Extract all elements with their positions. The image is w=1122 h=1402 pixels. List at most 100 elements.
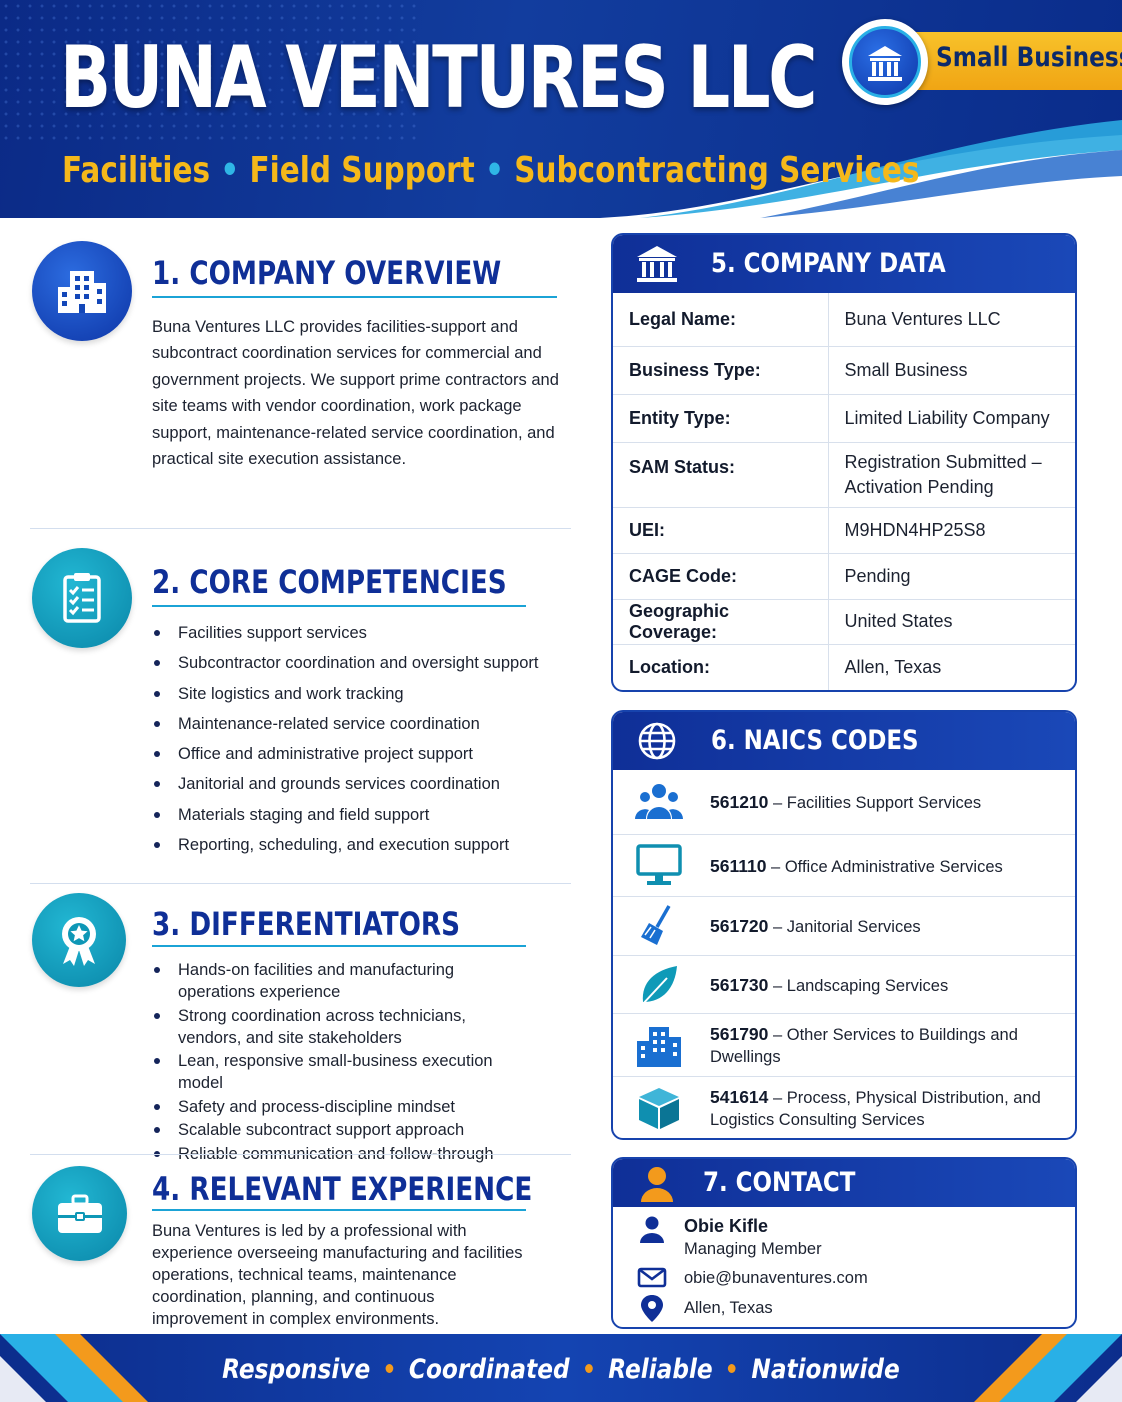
naics-code: 561110: [710, 856, 767, 876]
contact-title: 7. CONTACT: [703, 1167, 856, 1198]
data-label: Location:: [613, 643, 829, 690]
naics-code: 561720: [710, 916, 769, 936]
card-header: 7. CONTACT: [613, 1159, 1075, 1207]
bank-icon: [637, 246, 677, 282]
title-rule: [152, 1209, 526, 1211]
list-item: Materials staging and field support: [152, 805, 562, 835]
user-icon: [640, 1216, 664, 1243]
badge-emblem: [842, 19, 928, 105]
globe-icon: [638, 722, 676, 760]
table-row: Geographic Coverage: United States: [613, 598, 1075, 644]
table-row: CAGE Code: Pending: [613, 552, 1075, 599]
data-label: Legal Name:: [613, 293, 829, 346]
naics-description: Process, Physical Distribution, and Logi…: [710, 1089, 1041, 1129]
table-row: Business Type: Small Business: [613, 345, 1075, 394]
section-divider: [30, 528, 571, 529]
contact-name: Obie Kifle: [684, 1216, 769, 1236]
company-data-title: 5. COMPANY DATA: [711, 248, 946, 279]
contact-role: Managing Member: [684, 1240, 822, 1258]
footer-word: Coordinated: [408, 1354, 570, 1385]
location-pin-icon: [641, 1295, 663, 1322]
service-tagline: Facilities • Field Support • Subcontract…: [62, 150, 920, 191]
envelope-icon: [637, 1267, 667, 1288]
bank-icon: [849, 26, 921, 98]
data-value: Buna Ventures LLC: [844, 308, 1001, 329]
data-value: Allen, Texas: [828, 643, 1075, 690]
overview-title: 1. COMPANY OVERVIEW: [152, 254, 502, 292]
naics-row: 561730 – Landscaping Services: [613, 955, 1075, 1013]
table-row: Location: Allen, Texas: [613, 643, 1075, 690]
title-rule: [152, 945, 526, 947]
naics-description: Office Administrative Services: [784, 858, 1003, 876]
footer-word: Responsive: [222, 1354, 371, 1385]
footer-word: Reliable: [608, 1354, 713, 1385]
broom-icon: [641, 905, 671, 945]
list-item: Janitorial and grounds services coordina…: [152, 774, 562, 804]
list-item: Maintenance-related service coordination: [152, 714, 562, 744]
contact-card: 7. CONTACT Obie Kifle Managing Member ob…: [611, 1157, 1077, 1329]
list-item: Lean, responsive small-business executio…: [152, 1050, 532, 1094]
naics-description: Landscaping Services: [786, 977, 949, 995]
section-divider: [30, 883, 571, 884]
header-wave: [0, 120, 1122, 232]
people-group-icon: [635, 784, 683, 819]
naics-card: 6. NAICS CODES 561210 – Facilities Suppo…: [611, 710, 1077, 1140]
data-value: Registration Submitted – Activation Pend…: [828, 441, 1075, 507]
company-data-table: Legal Name: Buna Ventures LLC Business T…: [613, 293, 1075, 690]
naics-code: 561790: [710, 1024, 769, 1044]
differentiators-title: 3. DIFFERENTIATORS: [152, 905, 461, 943]
data-value: M9HDN4HP25S8: [828, 506, 1075, 553]
card-header: 5. COMPANY DATA: [613, 235, 1075, 293]
data-label: Geographic Coverage:: [613, 598, 829, 644]
data-label: SAM Status:: [613, 441, 829, 507]
table-row: Entity Type: Limited Liability Company: [613, 393, 1075, 442]
data-value: Small Business: [828, 345, 1075, 394]
title-rule: [152, 605, 526, 607]
naics-list: 561210 – Facilities Support Services 561…: [613, 770, 1075, 1138]
data-label: UEI:: [613, 506, 829, 553]
list-item: Office and administrative project suppor…: [152, 744, 562, 774]
data-label: Entity Type:: [613, 393, 829, 442]
experience-text: Buna Ventures is led by a professional w…: [152, 1222, 523, 1328]
naics-description: Janitorial Services: [786, 918, 921, 936]
data-label: Business Type:: [613, 345, 829, 394]
list-item: Scalable subcontract support approach: [152, 1119, 532, 1141]
list-item: Safety and process-discipline mindset: [152, 1096, 532, 1118]
list-item: Subcontractor coordination and oversight…: [152, 653, 562, 683]
leaf-icon: [640, 966, 677, 1007]
table-row: SAM Status: Registration Submitted – Act…: [613, 441, 1075, 507]
section-divider: [30, 1154, 571, 1155]
company-data-card: 5. COMPANY DATA Legal Name: Buna Venture…: [611, 233, 1077, 692]
box-icon: [639, 1088, 679, 1129]
naics-code: 541614: [710, 1087, 769, 1107]
table-row: Legal Name: Buna Ventures LLC: [613, 293, 1075, 346]
competencies-title: 2. CORE COMPETENCIES: [152, 563, 507, 601]
naics-row: 561720 – Janitorial Services: [613, 896, 1075, 955]
list-item: Reporting, scheduling, and execution sup…: [152, 835, 562, 865]
contact-email[interactable]: obie@bunaventures.com: [684, 1269, 868, 1287]
list-item: Reliable communication and follow-throug…: [152, 1143, 532, 1165]
list-item: Site logistics and work tracking: [152, 684, 562, 714]
title-rule: [152, 296, 557, 298]
award-ribbon-icon: [32, 893, 126, 987]
competencies-list: Facilities support services Subcontracto…: [152, 623, 562, 865]
contact-details: Obie Kifle Managing Member obie@bunavent…: [613, 1207, 1075, 1327]
naics-row: 561210 – Facilities Support Services: [613, 770, 1075, 834]
badge-label: Small Business: [936, 42, 1122, 73]
table-row: UEI: M9HDN4HP25S8: [613, 506, 1075, 553]
footer-stripes: [0, 1334, 1122, 1402]
naics-title: 6. NAICS CODES: [711, 725, 919, 756]
naics-row: 541614 – Process, Physical Distribution,…: [613, 1076, 1075, 1138]
differentiators-list: Hands-on facilities and manufacturing op…: [152, 959, 532, 1167]
data-value: Pending: [828, 552, 1075, 599]
office-building-icon: [32, 241, 132, 341]
naics-code: 561210: [710, 792, 769, 812]
company-name-title: BUNA VENTURES LLC: [60, 28, 818, 128]
header-banner: BUNA VENTURES LLC Facilities • Field Sup…: [0, 0, 1122, 232]
briefcase-icon: [32, 1166, 127, 1261]
data-value: Limited Liability Company: [828, 393, 1075, 442]
card-header: 6. NAICS CODES: [613, 712, 1075, 770]
clipboard-checklist-icon: [32, 548, 132, 648]
list-item: Facilities support services: [152, 623, 562, 653]
